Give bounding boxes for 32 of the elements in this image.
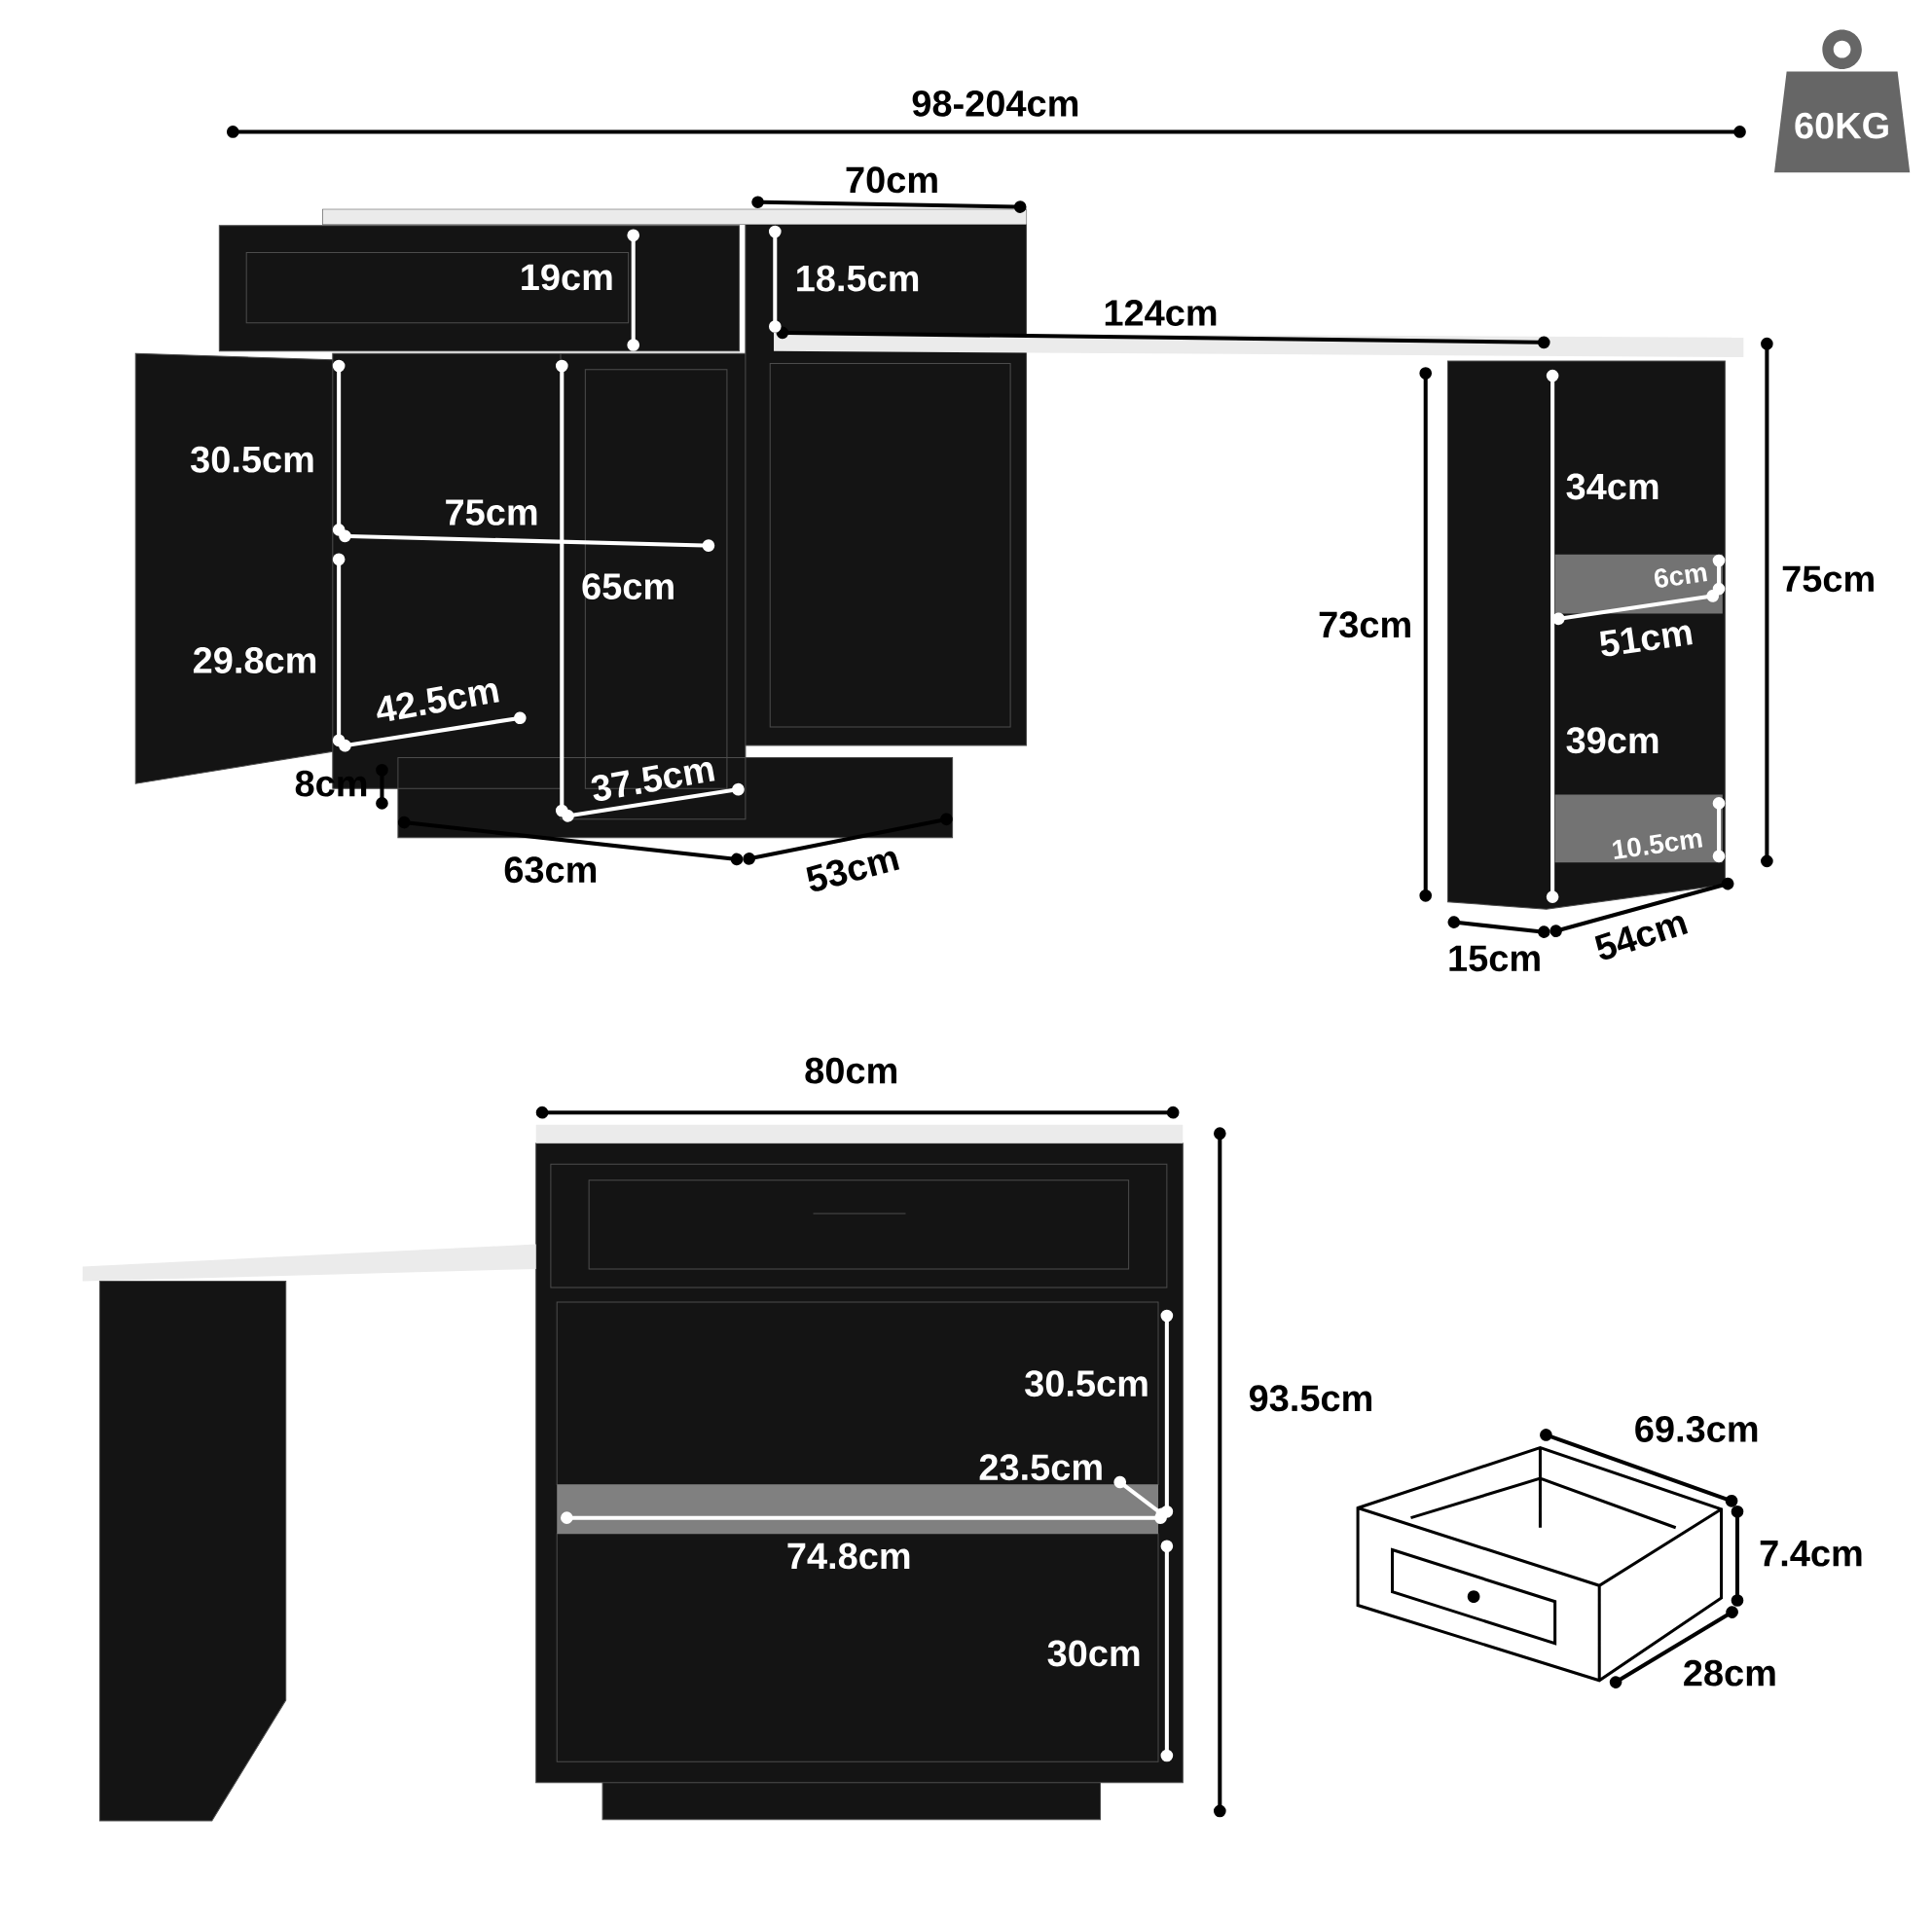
dimension-label: 30cm xyxy=(1047,1640,1140,1667)
dimension-label: 6cm xyxy=(1655,566,1707,588)
dimension-label: 10.5cm xyxy=(1612,833,1703,859)
dimension-label: 34cm xyxy=(1566,473,1659,500)
dimension-label: 54cm xyxy=(1594,915,1689,960)
dimension-label: 30.5cm xyxy=(1025,1370,1148,1397)
weight-label: 60KG xyxy=(1795,112,1888,139)
dimension-label: 28cm xyxy=(1684,1659,1775,1687)
dimension-label: 98-204cm xyxy=(912,90,1078,117)
dimension-label: 15cm xyxy=(1449,945,1540,972)
dimension-label: 19cm xyxy=(522,264,612,291)
dimension-label: 80cm xyxy=(805,1057,896,1084)
dimension-label: 42.5cm xyxy=(377,682,499,721)
dimension-label: 29.8cm xyxy=(193,647,316,673)
dimension-label: 73cm xyxy=(1319,611,1410,638)
dimension-label: 93.5cm xyxy=(1249,1385,1371,1412)
dimension-label: 65cm xyxy=(582,573,674,599)
dimension-label: 75cm xyxy=(446,499,537,526)
dimension-label: 18.5cm xyxy=(797,265,919,292)
dimension-label: 124cm xyxy=(1105,300,1217,326)
dimension-label: 39cm xyxy=(1566,727,1659,754)
dimension-label: 51cm xyxy=(1600,625,1693,657)
dimension-label: 74.8cm xyxy=(787,1542,910,1570)
dimension-label: 53cm xyxy=(806,851,900,891)
dimension-label: 75cm xyxy=(1782,565,1874,593)
dimension-label: 23.5cm xyxy=(979,1454,1102,1481)
dimension-label: 7.4cm xyxy=(1760,1541,1862,1567)
dimension-label: 70cm xyxy=(846,166,937,194)
dimension-label: 69.3cm xyxy=(1635,1415,1758,1442)
dimension-label: 63cm xyxy=(504,856,597,884)
dimension-label: 37.5cm xyxy=(591,761,715,801)
dimension-label: 30.5cm xyxy=(191,446,313,473)
